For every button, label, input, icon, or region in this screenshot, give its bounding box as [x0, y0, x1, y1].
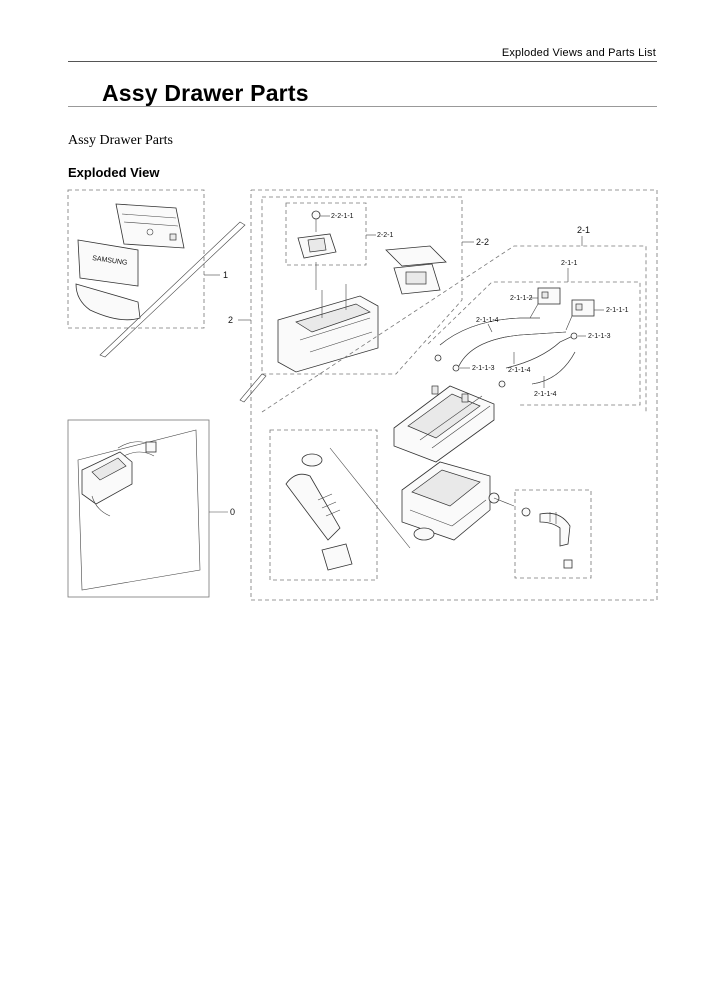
callout-2-1-1-1: 2-1-1-1 [606, 307, 629, 314]
drawer-handle-part: SAMSUNG [77, 239, 139, 287]
section-name: Assy Drawer Parts [68, 133, 173, 148]
callout-0: 0 [230, 507, 235, 517]
running-header: Exploded Views and Parts List [501, 47, 656, 59]
callout-2-2: 2-2 [476, 237, 489, 247]
drawer-housing-frame-part [393, 385, 495, 463]
drawer-cover-part [385, 245, 447, 295]
callout-2-1-1-3-a: 2-1-1-3 [472, 365, 495, 372]
title-rule [68, 106, 657, 107]
callout-2-1-1-2: 2-1-1-2 [510, 295, 533, 302]
drain-pipe-part [521, 507, 573, 569]
callout-2-2-1: 2-2-1 [377, 232, 393, 239]
part-group-1: SAMSUNG 1 [67, 189, 246, 358]
callout-2-2-1-1: 2-2-1-1 [331, 213, 354, 220]
siphon-cap-part [297, 233, 337, 259]
part-group-2-1: 2-1 2-1-1 2-1-1-2 2-1-1-1 [261, 225, 647, 463]
callout-2-1-1-3-b: 2-1-1-3 [588, 333, 611, 340]
callout-2-1-1-4-b: 2-1-1-4 [508, 367, 531, 374]
dispenser-housing-part [401, 461, 500, 541]
page-title: Assy Drawer Parts [102, 80, 309, 106]
callout-1: 1 [223, 270, 228, 280]
control-panel-part [115, 203, 185, 249]
callout-2: 2 [228, 315, 233, 325]
water-valve-part-2 [565, 299, 595, 331]
brand-mark: SAMSUNG [92, 255, 128, 267]
drawer-lip-part [75, 283, 141, 321]
screw-part [311, 210, 321, 232]
exploded-view-heading: Exploded View [68, 165, 160, 180]
hose-clamp-part [434, 332, 578, 388]
drawer-tray-part [277, 262, 379, 373]
water-valve-part [529, 287, 561, 319]
hose-part [439, 317, 576, 385]
part-group-2-2: 2-2 2-2-1 2-2-1-1 [239, 196, 489, 403]
callout-2-1-1-4-c: 2-1-1-4 [534, 391, 557, 398]
part-group-2: 2 [228, 189, 658, 601]
callout-2-1: 2-1 [577, 225, 590, 235]
full-assembly-part [81, 441, 157, 517]
header-rule [68, 61, 657, 62]
callout-2-1-1: 2-1-1 [561, 260, 577, 267]
bellows-hose-part [285, 453, 353, 571]
callout-2-1-1-4-a: 2-1-1-4 [476, 317, 499, 324]
drawer-housing-group [269, 429, 592, 581]
part-group-0: 0 [67, 419, 235, 598]
